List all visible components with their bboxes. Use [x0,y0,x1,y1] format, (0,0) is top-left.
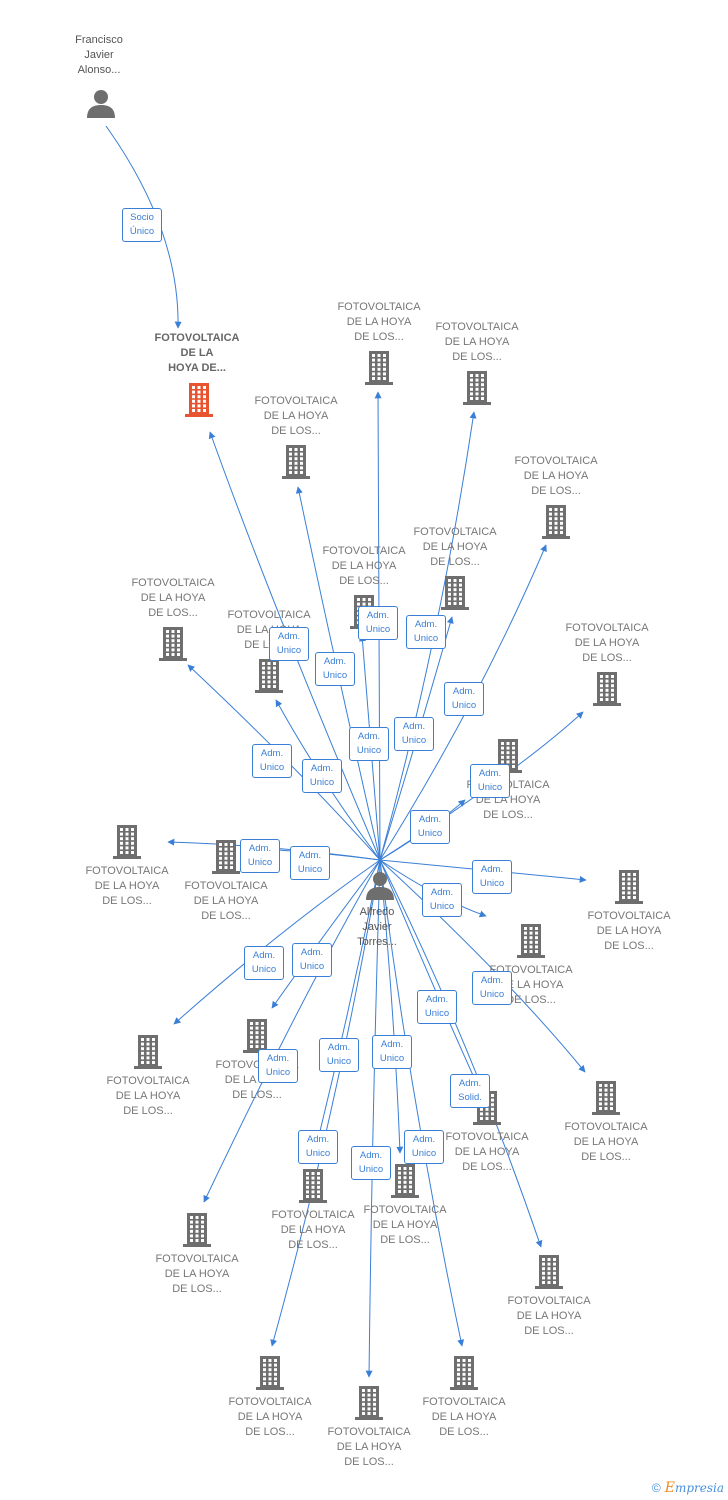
edge-24 [270,859,381,1347]
company-icon-21[interactable] [182,1213,212,1247]
company-icon-13[interactable] [614,870,644,904]
company-icon-12[interactable] [211,840,241,874]
relation-adm-unico-12[interactable]: Adm. Unico [240,839,280,873]
company-label-11: FOTOVOLTAICA DE LA HOYA DE LOS... [85,865,169,907]
edge-16 [173,859,381,1025]
company-label-20: FOTOVOLTAICA DE LA HOYA DE LOS... [363,1204,447,1246]
relation-socio-unico[interactable]: Socio Único [122,208,162,242]
company-label-12: FOTOVOLTAICA DE LA HOYA DE LOS... [184,880,268,922]
relation-adm-unico-24[interactable]: Adm. Unico [298,1130,338,1164]
relation-adm-unico-13[interactable]: Adm. Unico [290,846,330,880]
relation-adm-unico-25[interactable]: Adm. Unico [404,1130,444,1164]
company-icon-9[interactable] [592,672,622,706]
relation-adm-unico-22[interactable]: Adm. Unico [319,1038,359,1072]
company-label-15: FOTOVOLTAICA DE LA HOYA DE LOS... [106,1075,190,1117]
relation-adm-unico-7[interactable]: Adm. Unico [349,727,389,761]
company-label-6: FOTOVOLTAICA DE LA HOYA DE LOS... [322,545,406,587]
company-label-13: FOTOVOLTAICA DE LA HOYA DE LOS... [587,910,671,952]
relation-adm-unico-10[interactable]: Adm. Unico [470,764,510,798]
company-label-7: FOTOVOLTAICA DE LA HOYA DE LOS... [131,577,215,619]
edge-19 [203,859,381,1203]
company-label-9: FOTOVOLTAICA DE LA HOYA DE LOS... [565,622,649,664]
brand-logo: Empresia [664,1480,724,1496]
company-label-5: FOTOVOLTAICA DE LA HOYA DE LOS... [413,526,497,568]
company-icon-19[interactable] [298,1169,328,1203]
edge-21 [379,859,543,1248]
relation-adm-unico-3[interactable]: Adm. Unico [406,615,446,649]
person-label-alfredo: Alfredo Javier Torres... [357,906,397,948]
company-label-23: FOTOVOLTAICA DE LA HOYA DE LOS... [228,1396,312,1438]
company-icon-3[interactable] [281,445,311,479]
company-icon-17[interactable] [591,1081,621,1115]
company-icon-2[interactable] [462,371,492,405]
relation-adm-unico-14[interactable]: Adm. Unico [472,860,512,894]
company-icon-16[interactable] [242,1019,272,1053]
company-label-19: FOTOVOLTAICA DE LA HOYA DE LOS... [271,1209,355,1251]
company-label-25: FOTOVOLTAICA DE LA HOYA DE LOS... [327,1426,411,1468]
company-label-1: FOTOVOLTAICA DE LA HOYA DE LOS... [337,301,421,343]
company-icon-15[interactable] [133,1035,163,1069]
company-icon-5[interactable] [440,576,470,610]
company-icon-7[interactable] [158,627,188,661]
edge-20 [379,859,477,1083]
company-icon-23[interactable] [255,1356,285,1390]
focus-company-icon[interactable] [184,383,214,417]
relation-adm-unico-17[interactable]: Adm. Unico [292,943,332,977]
company-icon-8[interactable] [254,659,284,693]
person-label-francisco: Francisco Javier Alonso... [75,34,123,76]
company-label-18: FOTOVOLTAICA DE LA HOYA DE LOS... [445,1131,529,1173]
company-label-22: FOTOVOLTAICA DE LA HOYA DE LOS... [507,1295,591,1337]
company-label-4: FOTOVOLTAICA DE LA HOYA DE LOS... [514,455,598,497]
company-icon-1[interactable] [364,351,394,385]
relation-adm-unico-19[interactable]: Adm. Unico [258,1049,298,1083]
company-icon-24[interactable] [449,1356,479,1390]
relation-adm-unico-16[interactable]: Adm. Unico [244,946,284,980]
edge-26 [365,859,381,1378]
company-icon-22[interactable] [534,1255,564,1289]
copyright: ©Empresia [652,1480,724,1496]
relation-adm-unico-15[interactable]: Adm. Unico [422,883,462,917]
relation-adm-unico-4[interactable]: Adm. Unico [315,652,355,686]
relation-adm-unico-5[interactable]: Adm. Unico [444,682,484,716]
edge-17 [271,859,381,1009]
person-icon-francisco[interactable] [86,88,116,118]
relation-adm-unico-6[interactable]: Adm. Unico [394,717,434,751]
company-label-3: FOTOVOLTAICA DE LA HOYA DE LOS... [254,395,338,437]
company-icon-20[interactable] [390,1164,420,1198]
relation-adm-unico-1[interactable]: Adm. Unico [269,627,309,661]
relation-adm-unico-11[interactable]: Adm. Unico [410,810,450,844]
relation-adm-unico-9[interactable]: Adm. Unico [302,759,342,793]
company-label-17: FOTOVOLTAICA DE LA HOYA DE LOS... [564,1121,648,1163]
relation-adm-unico-26[interactable]: Adm. Unico [351,1146,391,1180]
company-label-21: FOTOVOLTAICA DE LA HOYA DE LOS... [155,1253,239,1295]
edge-23 [379,859,404,1154]
company-icon-11[interactable] [112,825,142,859]
copyright-symbol: © [651,1481,661,1495]
relation-adm-solid-21[interactable]: Adm. Solid. [450,1074,490,1108]
relation-adm-unico-18[interactable]: Adm. Unico [472,971,512,1005]
company-label-24: FOTOVOLTAICA DE LA HOYA DE LOS... [422,1396,506,1438]
edge-1 [208,431,381,861]
company-label-2: FOTOVOLTAICA DE LA HOYA DE LOS... [435,321,519,363]
company-icon-14[interactable] [516,924,546,958]
focus-company-label: FOTOVOLTAICA DE LA HOYA DE... [154,332,240,374]
edge-25 [379,859,465,1347]
person-icon-alfredo[interactable] [365,870,395,900]
relation-adm-unico-8[interactable]: Adm. Unico [252,744,292,778]
relation-adm-unico-20[interactable]: Adm. Unico [417,990,457,1024]
company-icon-25[interactable] [354,1386,384,1420]
relation-adm-unico-2[interactable]: Adm. Unico [358,606,398,640]
relation-adm-unico-23[interactable]: Adm. Unico [372,1035,412,1069]
company-icon-4[interactable] [541,505,571,539]
